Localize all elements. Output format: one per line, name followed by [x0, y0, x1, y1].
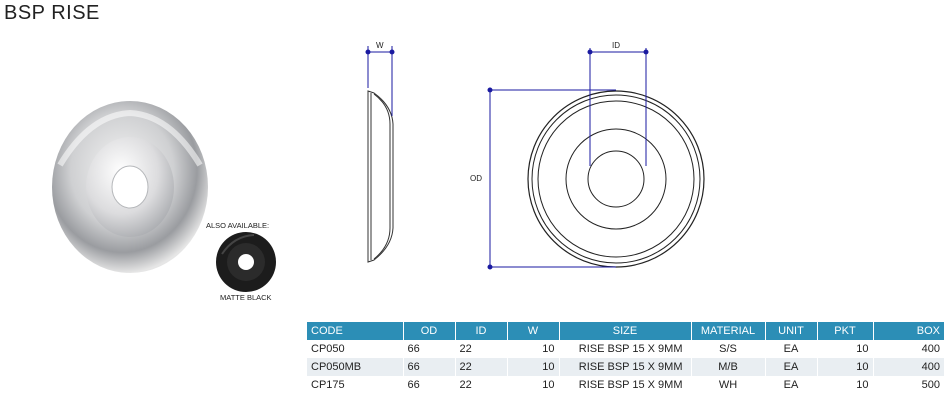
- id-label: ID: [612, 41, 620, 50]
- cell-pkt: 10: [817, 340, 874, 358]
- header-box: BOX: [873, 322, 944, 340]
- table-row: CP050MB 66 22 10 RISE BSP 15 X 9MM M/B E…: [307, 358, 944, 376]
- w-dimension: [365, 46, 395, 116]
- cell-od: 66: [403, 358, 456, 376]
- table-row: CP050 66 22 10 RISE BSP 15 X 9MM S/S EA …: [307, 340, 944, 358]
- cell-code: CP050: [307, 340, 404, 358]
- cell-code: CP175: [307, 376, 404, 394]
- od-dimension: [487, 87, 616, 270]
- cell-material: M/B: [691, 358, 766, 376]
- cell-od: 66: [403, 340, 456, 358]
- cell-unit: EA: [765, 376, 818, 394]
- header-unit: UNIT: [765, 322, 818, 340]
- cell-id: 22: [455, 376, 508, 394]
- header-od: OD: [403, 322, 456, 340]
- cell-od: 66: [403, 376, 456, 394]
- technical-drawing: W ID OD: [365, 41, 705, 270]
- cell-id: 22: [455, 340, 508, 358]
- cell-material: S/S: [691, 340, 766, 358]
- header-code: CODE: [307, 322, 404, 340]
- header-pkt: PKT: [817, 322, 874, 340]
- header-w: W: [507, 322, 560, 340]
- matte-black-label: MATTE BLACK: [220, 293, 272, 302]
- page-title: BSP RISE: [4, 2, 100, 24]
- od-label: OD: [470, 174, 482, 183]
- id-dimension: [587, 48, 649, 166]
- cell-unit: EA: [765, 340, 818, 358]
- cell-box: 400: [873, 340, 944, 358]
- product-photo-chrome: [52, 101, 208, 273]
- table-row: CP175 66 22 10 RISE BSP 15 X 9MM WH EA 1…: [307, 376, 944, 394]
- cell-w: 10: [507, 340, 560, 358]
- front-view: [527, 90, 705, 268]
- cell-pkt: 10: [817, 358, 874, 376]
- cell-id: 22: [455, 358, 508, 376]
- w-label: W: [376, 41, 384, 50]
- header-size: SIZE: [559, 322, 692, 340]
- cell-w: 10: [507, 376, 560, 394]
- table-header-row: CODE OD ID W SIZE MATERIAL UNIT PKT BOX: [307, 322, 944, 340]
- header-id: ID: [455, 322, 508, 340]
- header-material: MATERIAL: [691, 322, 766, 340]
- cell-unit: EA: [765, 358, 818, 376]
- cell-box: 400: [873, 358, 944, 376]
- also-available-label: ALSO AVAILABLE:: [206, 221, 270, 230]
- cell-w: 10: [507, 358, 560, 376]
- spec-table: CODE OD ID W SIZE MATERIAL UNIT PKT BOX …: [307, 322, 944, 394]
- cell-size: RISE BSP 15 X 9MM: [559, 376, 692, 394]
- cell-material: WH: [691, 376, 766, 394]
- cell-code: CP050MB: [307, 358, 404, 376]
- cell-size: RISE BSP 15 X 9MM: [559, 340, 692, 358]
- side-profile: [367, 90, 394, 263]
- cell-size: RISE BSP 15 X 9MM: [559, 358, 692, 376]
- product-photo-matte-black: [216, 232, 276, 292]
- cell-box: 500: [873, 376, 944, 394]
- cell-pkt: 10: [817, 376, 874, 394]
